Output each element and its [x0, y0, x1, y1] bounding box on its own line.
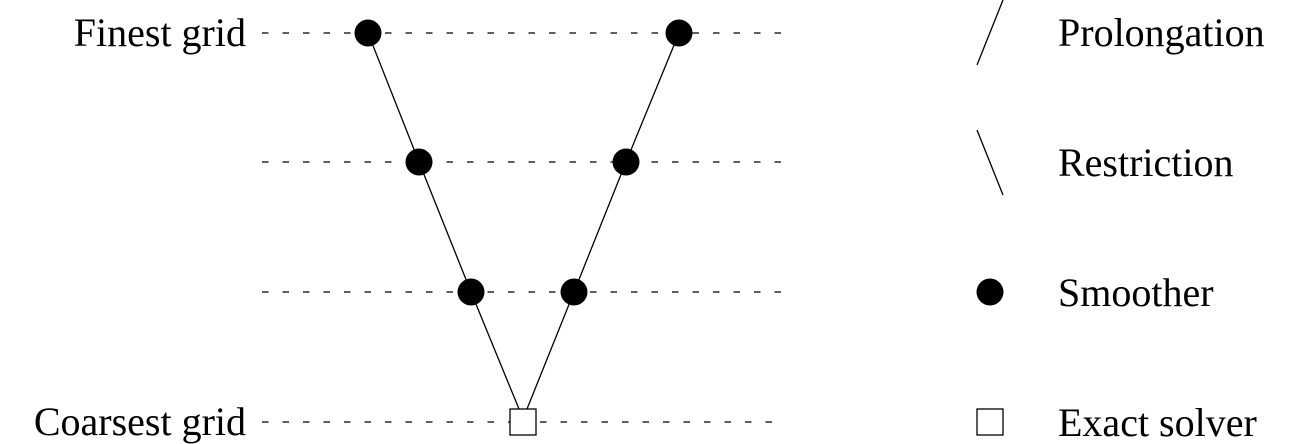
prolongation-icon	[976, 0, 1004, 66]
smoother-node	[560, 278, 588, 306]
legend-exact-solver: Exact solver	[1058, 400, 1257, 444]
smoother-node	[405, 148, 433, 176]
legend-restriction: Restriction	[1058, 140, 1234, 185]
legend: Prolongation Restriction Smoother Exact …	[976, 0, 1265, 444]
legend-smoother: Smoother	[1058, 270, 1214, 315]
grid-levels	[262, 32, 785, 423]
coarsest-grid-label: Coarsest grid	[34, 399, 246, 444]
smoother-node	[457, 278, 485, 306]
finest-grid-label: Finest grid	[74, 10, 246, 55]
smoother-node	[354, 19, 382, 47]
exact-solver-icon	[976, 408, 1004, 436]
exact-solver-node	[509, 408, 537, 436]
restriction-icon	[976, 129, 1004, 196]
restriction-path	[367, 32, 520, 410]
prolongation-path	[526, 32, 680, 410]
legend-prolongation: Prolongation	[1058, 10, 1265, 55]
smoother-icon	[976, 278, 1004, 306]
smoother-node	[612, 148, 640, 176]
smoother-node	[665, 19, 693, 47]
